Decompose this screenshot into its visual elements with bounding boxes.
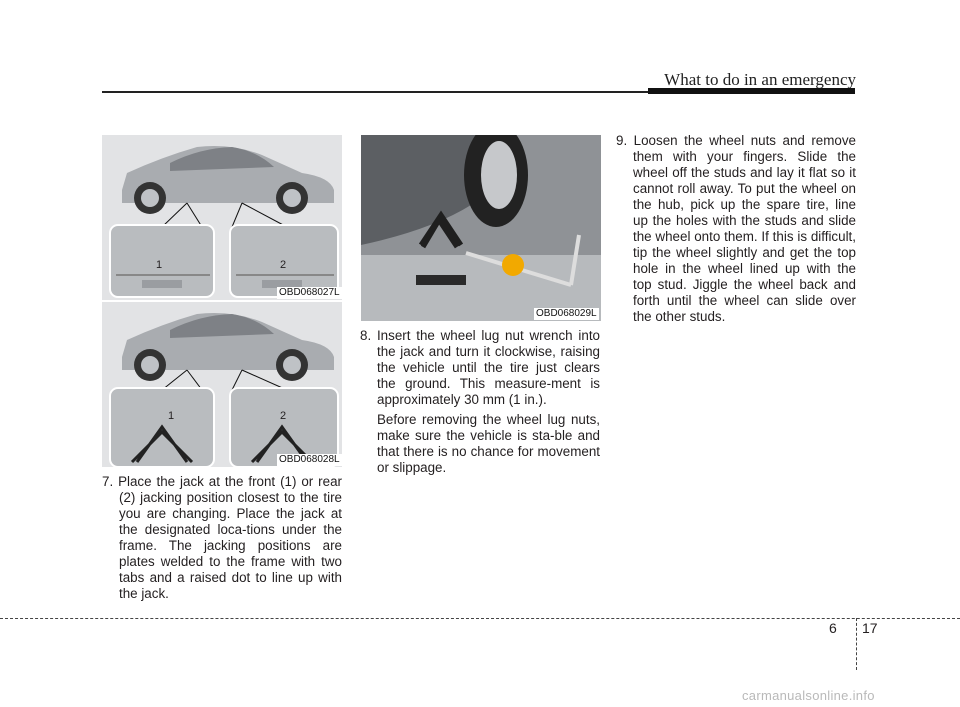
column-right-text: 9. Loosen the wheel nuts and remove them… (616, 133, 856, 325)
step-7-text: 7. Place the jack at the front (1) or re… (102, 474, 342, 601)
figure-jacking-points: 1 2 OBD068027L (102, 135, 342, 300)
figure-code: OBD068027L (277, 287, 342, 299)
callout-front-1: 1 (156, 259, 163, 271)
footer-rule (0, 618, 960, 619)
figure-jack-placement: 1 2 OBD068028L (102, 302, 342, 467)
jacking-points-illustration (102, 135, 342, 300)
callout-rear-2: 2 (280, 410, 287, 422)
page-header-title: What to do in an emergency (664, 70, 856, 89)
step-8-note: Before removing the wheel lug nuts, make… (377, 412, 600, 475)
jack-wrench-illustration (361, 135, 601, 321)
figure-code: OBD068029L (534, 308, 599, 320)
header-accent-bar (648, 88, 855, 94)
step-9-text: 9. Loosen the wheel nuts and remove them… (616, 133, 856, 324)
figure-jack-wrench: OBD068029L (361, 135, 601, 321)
callout-front-1: 1 (168, 410, 175, 422)
figure-code: OBD068028L (277, 454, 342, 466)
column-middle-text: 8. Insert the wheel lug nut wrench into … (360, 328, 600, 476)
jack-placement-illustration (102, 302, 342, 467)
footer-divider (856, 618, 857, 670)
page-number: 17 (862, 620, 878, 636)
step-8-text: 8. Insert the wheel lug nut wrench into … (360, 328, 600, 407)
header-rule (102, 91, 855, 93)
watermark: carmanualsonline.info (742, 688, 875, 703)
section-number: 6 (829, 620, 837, 636)
callout-rear-2: 2 (280, 259, 287, 271)
column-left-text: 7. Place the jack at the front (1) or re… (102, 474, 342, 602)
